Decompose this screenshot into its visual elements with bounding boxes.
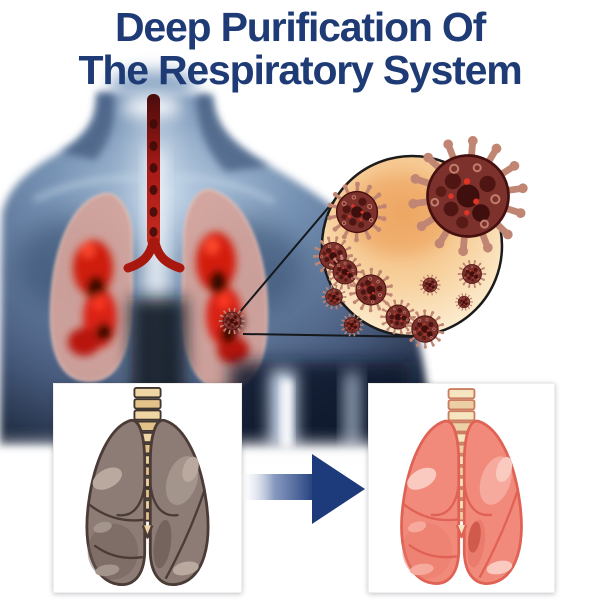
title-line-2: The Respiratory System (78, 47, 523, 93)
before-panel-damaged-lungs (53, 383, 242, 593)
page-title: Deep Purification Of The Respiratory Sys… (0, 6, 600, 92)
trachea (123, 94, 185, 273)
chin (109, 70, 197, 102)
arrow-right-icon (240, 454, 365, 524)
inflamed-lungs (49, 188, 269, 391)
healthy-lungs-icon (401, 389, 522, 584)
damaged-lungs-icon (86, 387, 209, 585)
title-line-1: Deep Purification Of (114, 4, 486, 50)
after-panel-healthy-lungs (368, 383, 555, 593)
